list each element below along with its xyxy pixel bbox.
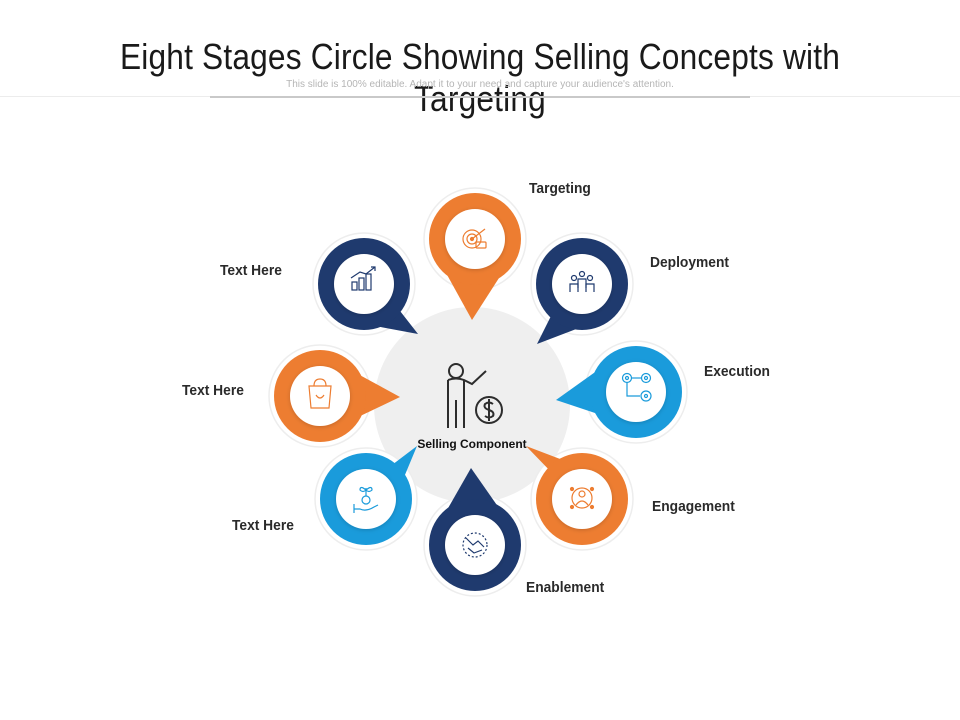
growth-chart-icon	[350, 266, 376, 291]
stage-label-engagement: Engagement	[652, 498, 735, 515]
stage-label-text-here-left: Text Here	[182, 382, 244, 399]
handshake-icon	[462, 532, 488, 558]
target-team-icon	[462, 228, 487, 249]
stage-pin-targeting[interactable]	[423, 187, 527, 320]
network-person-icon	[569, 486, 595, 510]
money-plant-hand-icon	[353, 486, 379, 513]
stage-pin-text-here-upper-left[interactable]	[312, 232, 418, 336]
businessman-dollar-icon	[447, 363, 503, 428]
stage-label-text-here-lower-left: Text Here	[232, 517, 294, 534]
page-subtitle: This slide is 100% editable. Adapt it to…	[286, 79, 674, 90]
stage-label-targeting: Targeting	[529, 180, 591, 197]
stage-pin-text-here-lower-left[interactable]	[314, 446, 418, 551]
stage-pin-engagement[interactable]	[526, 446, 634, 551]
stage-pin-deployment[interactable]	[530, 232, 634, 344]
gears-process-icon	[621, 372, 652, 402]
center-hub	[374, 307, 570, 503]
stage-label-enablement: Enablement	[526, 579, 605, 596]
shopping-bag-icon	[308, 378, 332, 409]
center-label: Selling Component	[417, 437, 527, 451]
team-group-icon	[569, 270, 595, 292]
header-underline	[210, 96, 750, 98]
stage-label-deployment: Deployment	[650, 254, 729, 271]
page-title: Eight Stages Circle Showing Selling Conc…	[119, 36, 841, 119]
stage-label-text-here-upper-left: Text Here	[220, 262, 282, 279]
stage-pin-text-here-left[interactable]	[268, 344, 400, 448]
stage-label-execution: Execution	[704, 363, 770, 380]
stage-pin-execution[interactable]	[556, 340, 688, 444]
stage-pin-enablement[interactable]	[423, 468, 527, 597]
